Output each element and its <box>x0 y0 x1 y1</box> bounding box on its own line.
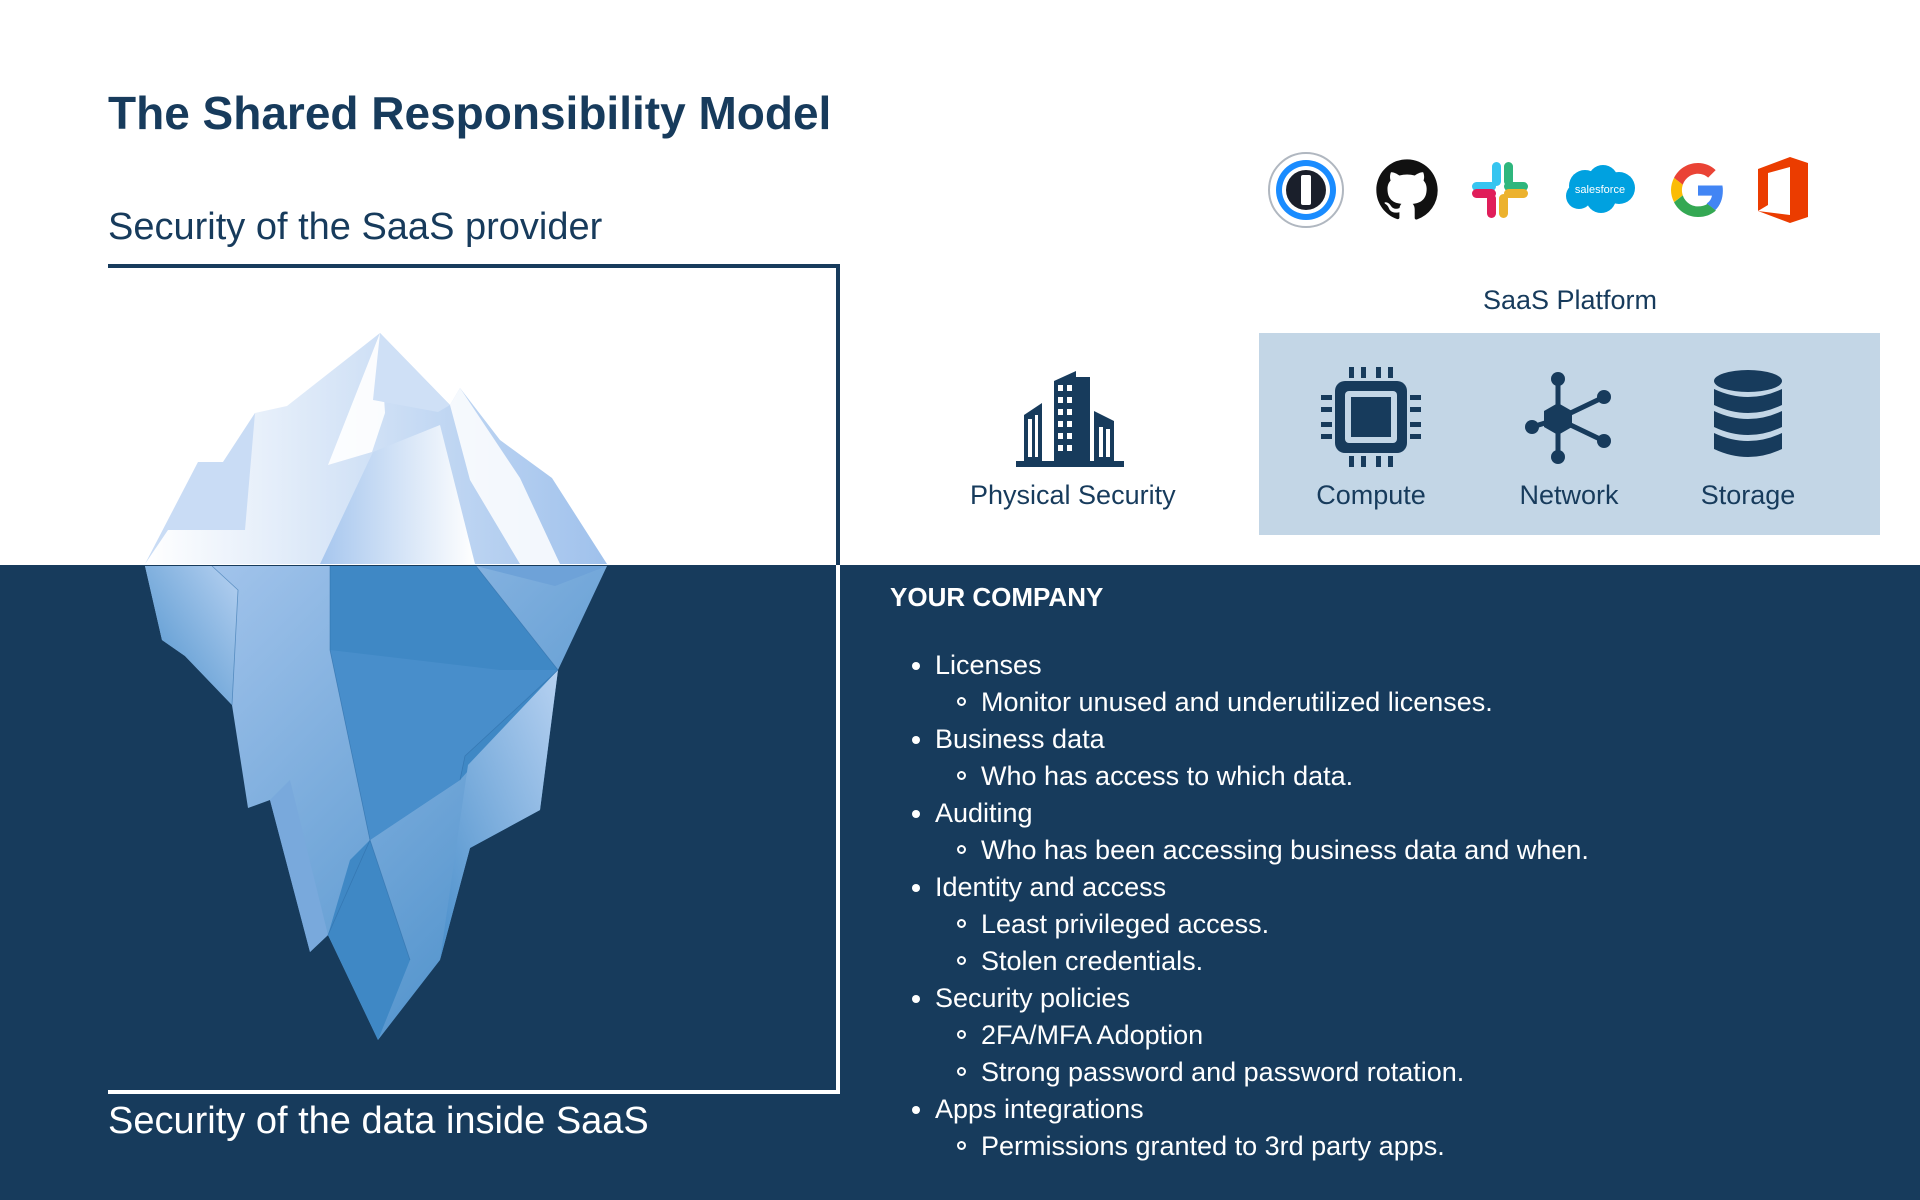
list-item: Apps integrations <box>890 1091 1589 1128</box>
data-security-label: Security of the data inside SaaS <box>108 1100 649 1142</box>
list-subitem: Least privileged access. <box>890 906 1589 943</box>
storage-item: Storage <box>1648 362 1848 511</box>
list-subitem: Who has access to which data. <box>890 758 1589 795</box>
list-item: Identity and access <box>890 869 1589 906</box>
network-hub-icon <box>1469 362 1669 472</box>
salesforce-logo-text: salesforce <box>1575 184 1625 196</box>
saas-logos-row: salesforce <box>1266 150 1826 230</box>
company-responsibilities: YOUR COMPANY Licenses Monitor unused and… <box>890 582 1589 1165</box>
list-subitem: 2FA/MFA Adoption <box>890 1017 1589 1054</box>
list-subitem: Monitor unused and underutilized license… <box>890 684 1589 721</box>
1password-logo <box>1266 150 1346 230</box>
list-item: Auditing <box>890 795 1589 832</box>
list-item: Business data <box>890 721 1589 758</box>
list-subitem: Who has been accessing business data and… <box>890 832 1589 869</box>
list-subitem: Strong password and password rotation. <box>890 1054 1589 1091</box>
network-label: Network <box>1519 480 1619 510</box>
physical-security-item: Physical Security <box>970 362 1176 511</box>
provider-security-label: Security of the SaaS provider <box>108 206 603 248</box>
saas-platform-title: SaaS Platform <box>1482 285 1658 315</box>
storage-label: Storage <box>1700 480 1796 510</box>
compute-item: Compute <box>1271 362 1471 511</box>
building-icon <box>970 362 1170 472</box>
github-logo <box>1374 150 1440 230</box>
list-item: Security policies <box>890 980 1589 1017</box>
cpu-chip-icon <box>1271 362 1471 472</box>
google-logo <box>1670 150 1726 230</box>
compute-label: Compute <box>1316 480 1426 510</box>
office-logo <box>1754 150 1812 230</box>
responsibility-list: Licenses Monitor unused and underutilize… <box>890 647 1589 1165</box>
iceberg-illustration <box>145 333 607 1040</box>
network-item: Network <box>1469 362 1669 511</box>
company-heading: YOUR COMPANY <box>890 582 1104 612</box>
page-title: The Shared Responsibility Model <box>108 87 832 139</box>
database-icon <box>1648 362 1848 472</box>
list-item: Licenses <box>890 647 1589 684</box>
physical-security-label: Physical Security <box>970 480 1176 510</box>
list-subitem: Permissions granted to 3rd party apps. <box>890 1128 1589 1165</box>
salesforce-logo: salesforce <box>1560 150 1640 230</box>
slack-logo <box>1468 150 1532 230</box>
list-subitem: Stolen credentials. <box>890 943 1589 980</box>
